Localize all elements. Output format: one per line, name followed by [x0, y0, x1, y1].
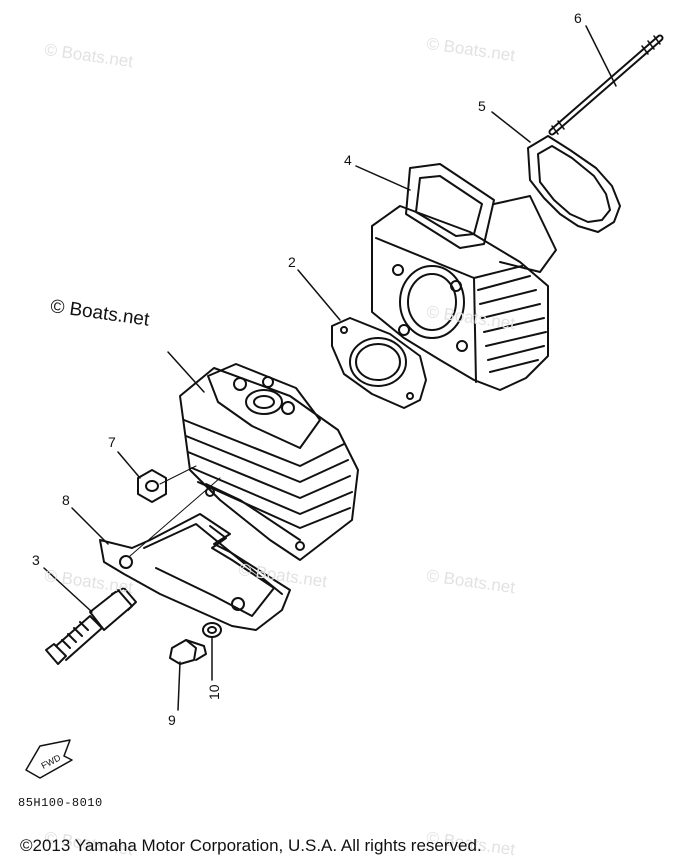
fwd-label: FWD: [40, 752, 63, 771]
cylinder-part-4[interactable]: [371, 163, 557, 391]
copyright-notice: ©2013 Yamaha Motor Corporation, U.S.A. A…: [20, 836, 482, 855]
callout-7: 7: [108, 434, 116, 450]
leader-line-2: [297, 269, 341, 321]
leader-line-1: [167, 351, 205, 393]
cylinder-gasket-part-2[interactable]: [331, 317, 427, 409]
callout-10: 10: [206, 684, 222, 700]
stud-bolt-part-6[interactable]: [548, 34, 664, 136]
diagram-code: 85H100-8010: [18, 796, 103, 810]
exhaust-gasket-part-5[interactable]: [527, 135, 621, 233]
callout-3: 3: [32, 552, 40, 568]
callout-5: 5: [478, 98, 486, 114]
callout-4: 4: [344, 152, 352, 168]
leader-line-6: [585, 25, 617, 87]
leader-line-7: [117, 451, 141, 479]
callout-6: 6: [574, 10, 582, 26]
cover-plate-part-8[interactable]: [99, 477, 291, 631]
nut-part-7[interactable]: [137, 465, 197, 503]
bolt-part-9[interactable]: [169, 639, 207, 665]
callout-2: 2: [288, 254, 296, 270]
leader-line-8: [71, 507, 109, 545]
callout-9: 9: [168, 712, 176, 728]
fwd-arrow-icon: FWD: [25, 739, 73, 779]
leader-line-5: [491, 111, 531, 143]
spark-plug-part-3[interactable]: [45, 587, 137, 665]
leader-line-3: [43, 567, 93, 613]
callout-8: 8: [62, 492, 70, 508]
cylinder-head-part-1[interactable]: [179, 363, 359, 561]
leader-line-9: [177, 661, 181, 711]
leader-line-4: [355, 165, 411, 191]
washer-part-10[interactable]: [202, 622, 222, 638]
